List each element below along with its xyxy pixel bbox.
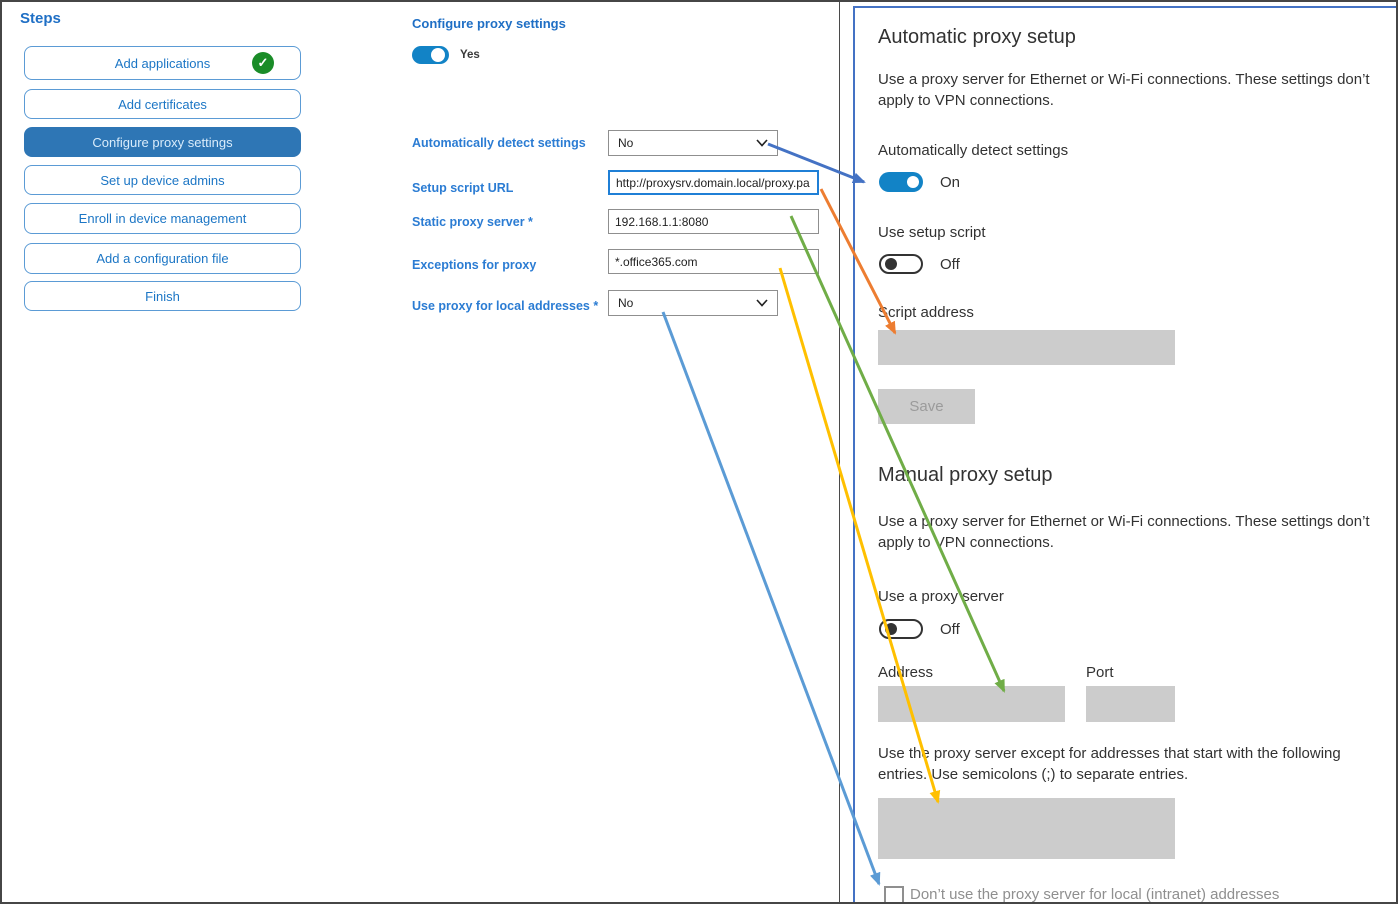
check-circle-icon: ✓ <box>252 52 274 74</box>
use-proxy-server-label: Use a proxy server <box>878 588 1004 605</box>
port-label: Port <box>1086 664 1114 681</box>
automatic-proxy-description: Use a proxy server for Ethernet or Wi-Fi… <box>878 71 1370 109</box>
step-add-configuration-file[interactable]: Add a configuration file <box>24 243 301 274</box>
step-label: Finish <box>145 288 180 304</box>
chevron-down-icon <box>756 299 768 307</box>
proxy-exceptions-textarea[interactable] <box>878 798 1175 859</box>
save-button[interactable]: Save <box>878 389 975 424</box>
local-addresses-checkbox[interactable] <box>884 886 904 902</box>
use-setup-script-toggle[interactable] <box>879 254 923 274</box>
step-enroll-in-device-management[interactable]: Enroll in device management <box>24 203 301 234</box>
steps-heading: Steps <box>20 10 61 27</box>
step-label: Add certificates <box>118 96 207 112</box>
toggle-knob <box>885 258 897 270</box>
manual-proxy-description: Use a proxy server for Ethernet or Wi-Fi… <box>878 513 1370 551</box>
toggle-knob <box>431 48 445 62</box>
step-label: Add applications <box>114 55 211 71</box>
script-address-input[interactable] <box>878 330 1175 365</box>
step-add-applications[interactable]: Add applications ✓ <box>24 46 301 80</box>
setup-script-url-input[interactable] <box>608 170 819 195</box>
script-address-label: Script address <box>878 304 974 321</box>
field-label-setup-script-url: Setup script URL <box>412 181 514 195</box>
arrow-local-addresses <box>661 311 881 886</box>
proxy-exceptions-description: Use the proxy server except for addresse… <box>878 745 1341 783</box>
step-label: Configure proxy settings <box>92 134 233 150</box>
field-label-auto-detect: Automatically detect settings <box>412 136 586 150</box>
step-configure-proxy-settings[interactable]: Configure proxy settings <box>24 127 301 157</box>
auto-detect-state-label: On <box>940 174 961 191</box>
step-label: Set up device admins <box>100 172 225 188</box>
step-set-up-device-admins[interactable]: Set up device admins <box>24 165 301 195</box>
use-proxy-local-select[interactable]: No <box>608 290 778 316</box>
manual-proxy-setup-heading: Manual proxy setup <box>878 464 1053 486</box>
auto-detect-select[interactable]: No <box>608 130 778 156</box>
vertical-divider <box>839 2 840 902</box>
use-setup-script-label: Use setup script <box>878 224 986 241</box>
select-value: No <box>618 296 634 310</box>
static-proxy-server-input[interactable] <box>608 209 819 234</box>
chevron-down-icon <box>756 139 768 147</box>
use-proxy-server-toggle[interactable] <box>879 619 923 639</box>
page-title: Configure proxy settings <box>412 16 566 31</box>
setup-script-state-label: Off <box>940 256 960 273</box>
step-finish[interactable]: Finish <box>24 281 301 311</box>
field-label-use-proxy-local: Use proxy for local addresses * <box>412 299 599 313</box>
field-label-exceptions-for-proxy: Exceptions for proxy <box>412 258 537 272</box>
configure-proxy-toggle[interactable] <box>412 46 449 64</box>
step-label: Add a configuration file <box>96 251 229 266</box>
port-input[interactable] <box>1086 686 1175 722</box>
address-label: Address <box>878 664 934 681</box>
field-label-static-proxy-server: Static proxy server * <box>412 215 533 229</box>
step-add-certificates[interactable]: Add certificates <box>24 89 301 119</box>
automatic-proxy-setup-heading: Automatic proxy setup <box>878 26 1076 48</box>
auto-detect-settings-toggle[interactable] <box>879 172 923 192</box>
use-proxy-state-label: Off <box>940 621 960 638</box>
toggle-state-label: Yes <box>460 49 480 61</box>
step-label: Enroll in device management <box>78 211 247 226</box>
toggle-knob <box>885 623 897 635</box>
exceptions-for-proxy-input[interactable] <box>608 249 819 274</box>
auto-detect-settings-label: Automatically detect settings <box>878 142 1069 159</box>
toggle-knob <box>907 176 919 188</box>
local-addresses-checkbox-label: Don’t use the proxy server for local (in… <box>910 886 1280 903</box>
address-input[interactable] <box>878 686 1065 722</box>
select-value: No <box>618 136 634 150</box>
